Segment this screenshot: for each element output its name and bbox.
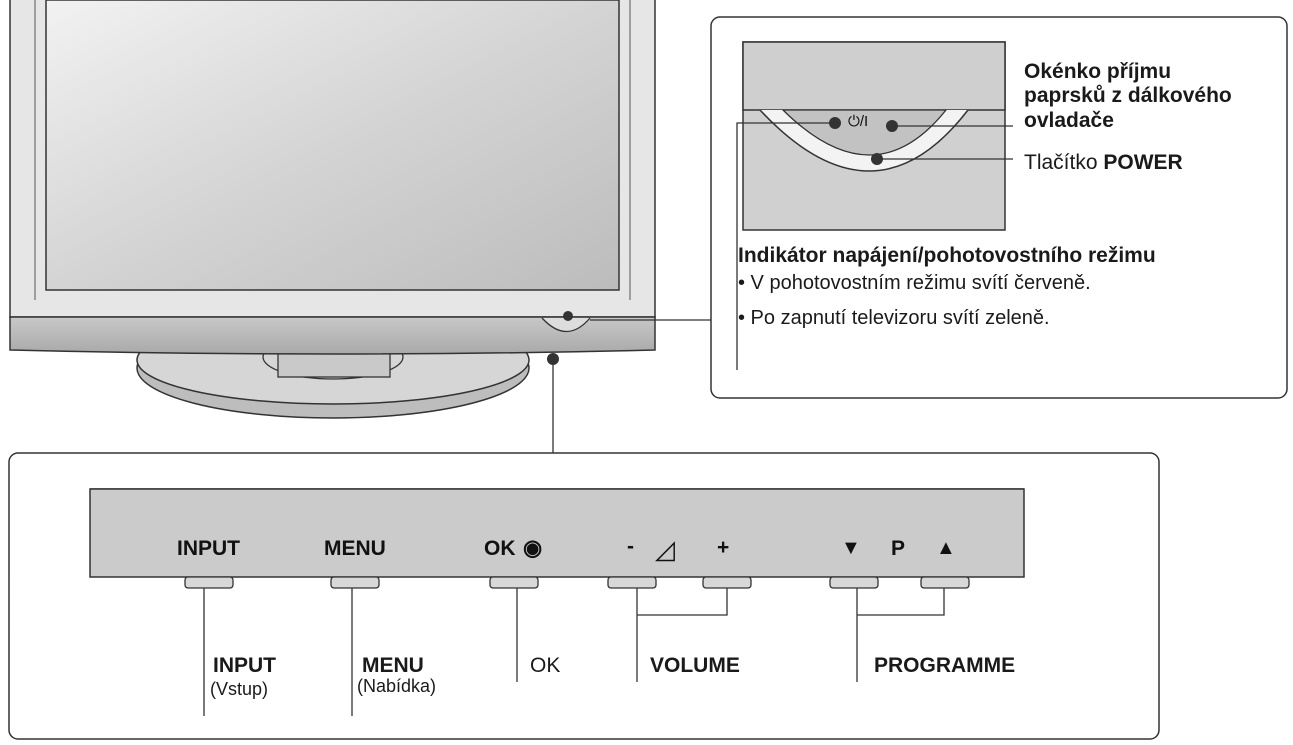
caption-input: INPUT	[213, 654, 276, 677]
tv-screen	[45, 0, 620, 291]
programme-up-button	[920, 576, 970, 589]
indicator-bullet-2: • Po zapnutí televizoru svítí zeleně.	[738, 307, 1050, 329]
panel-label-prog-p: P	[891, 537, 906, 560]
power-area-closeup	[742, 41, 1006, 231]
panel-label-vol-plus: +	[717, 536, 730, 559]
ok-symbol-icon: ◉	[523, 535, 543, 560]
caption-leaders	[203, 588, 945, 716]
volume-down-button	[607, 576, 657, 589]
input-button	[184, 576, 234, 589]
remote-sensor-label-line3: ovladače	[1024, 109, 1114, 132]
volume-up-button	[702, 576, 752, 589]
remote-sensor-label-line2: paprsků z dálkového	[1024, 84, 1232, 107]
volume-icon: ◿	[655, 534, 675, 564]
caption-programme: PROGRAMME	[874, 654, 1016, 677]
caption-menu: MENU	[362, 654, 424, 677]
power-button-label: Tlačítko POWER	[1024, 151, 1183, 174]
caption-ok: OK	[530, 654, 561, 677]
caption-input-sub: (Vstup)	[210, 679, 269, 699]
caption-volume: VOLUME	[650, 654, 740, 677]
panel-label-vol-minus: -	[627, 535, 634, 558]
power-symbol: ⏻/I	[848, 113, 869, 130]
power-button-prefix: Tlačítko	[1024, 151, 1098, 174]
indicator-heading: Indikátor napájení/pohotovostního režimu	[738, 244, 1156, 267]
panel-label-ok: OK	[484, 537, 516, 560]
power-button-name: POWER	[1103, 151, 1183, 174]
programme-down-icon: ▼	[841, 537, 861, 559]
indicator-bullet-1: • V pohotovostním režimu svítí červeně.	[738, 272, 1091, 294]
menu-button	[330, 576, 380, 589]
caption-menu-sub: (Nabídka)	[357, 676, 437, 696]
programme-down-button	[829, 576, 879, 589]
panel-label-input: INPUT	[177, 537, 240, 560]
remote-sensor-label-line1: Okénko příjmu	[1024, 60, 1172, 83]
programme-up-icon: ▲	[936, 537, 956, 559]
ok-button	[489, 576, 539, 589]
control-panel-strip	[89, 488, 1025, 589]
tv-body	[9, 0, 656, 365]
panel-label-menu: MENU	[324, 537, 386, 560]
